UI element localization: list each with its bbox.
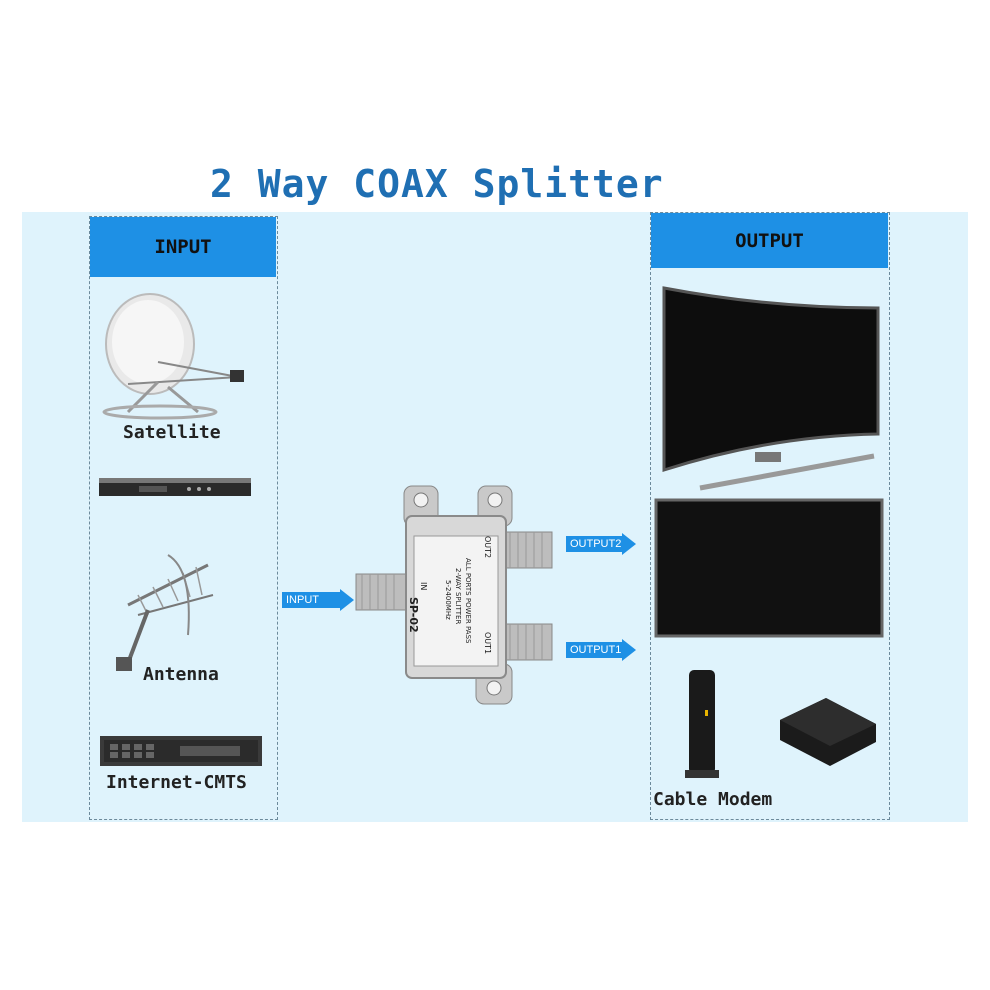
input-column xyxy=(89,216,278,820)
rack-receiver-icon xyxy=(99,478,251,496)
output-label-cable-modem: Cable Modem xyxy=(653,789,773,810)
output2-arrow: OUTPUT2 xyxy=(566,533,636,555)
antenna-icon xyxy=(116,554,214,671)
output2-arrow-label: OUTPUT2 xyxy=(566,536,622,552)
set-top-box-icon xyxy=(780,698,876,766)
cable-modem-icon xyxy=(685,670,719,778)
input-arrow-head xyxy=(340,589,354,611)
input-arrow-label: INPUT xyxy=(282,592,340,608)
output1-arrow-label: OUTPUT1 xyxy=(566,642,622,658)
curved-tv-icon xyxy=(662,286,880,491)
page-title: 2 Way COAX Splitter xyxy=(210,162,664,206)
output1-arrow: OUTPUT1 xyxy=(566,639,636,661)
input-label-antenna: Antenna xyxy=(143,664,219,685)
input-header: INPUT xyxy=(90,217,276,277)
splitter-port-out1: OUT1 xyxy=(483,632,492,655)
splitter-port-in: IN xyxy=(419,582,428,591)
satellite-dish-icon xyxy=(102,293,244,420)
splitter-power-pass: ALL PORTS POWER PASS xyxy=(464,558,472,644)
output-header: OUTPUT xyxy=(651,213,888,268)
input-label-satellite: Satellite xyxy=(123,422,221,443)
output2-arrow-head xyxy=(622,533,636,555)
input-arrow: INPUT xyxy=(282,589,354,611)
splitter-spec: 5-2400MHz xyxy=(444,580,452,620)
splitter-desc: 2-WAY SPLITTER xyxy=(454,568,462,625)
cmts-router-icon xyxy=(100,736,262,766)
splitter-port-out2: OUT2 xyxy=(483,536,492,559)
output1-arrow-head xyxy=(622,639,636,661)
coax-splitter-icon xyxy=(355,485,553,705)
output-column xyxy=(650,212,890,820)
input-label-cmts: Internet-CMTS xyxy=(106,772,247,793)
flat-tv-icon xyxy=(654,498,884,638)
splitter-model: SP-02 xyxy=(407,597,420,633)
